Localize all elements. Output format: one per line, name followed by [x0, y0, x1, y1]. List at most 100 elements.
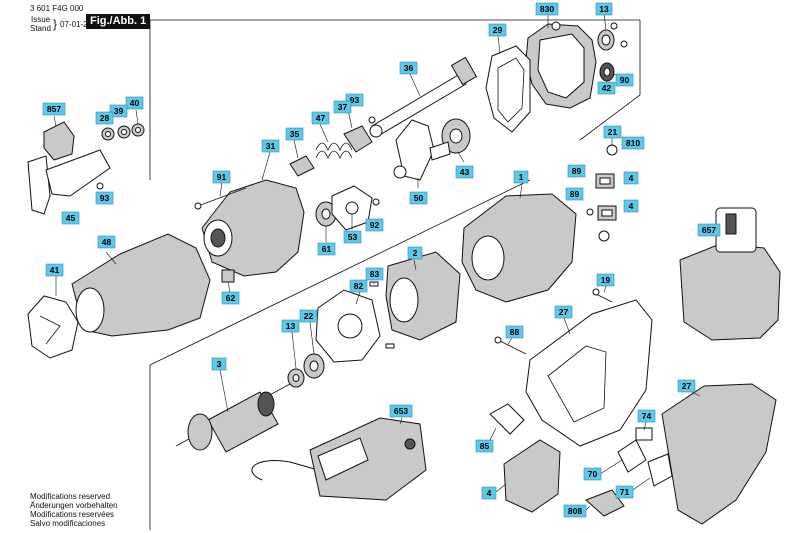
callout-13-lower: 13 [281, 319, 300, 333]
battery-657 [679, 207, 781, 341]
callout-88: 88 [505, 325, 524, 339]
callout-47-text: 47 [316, 113, 326, 123]
callout-830: 830 [535, 2, 559, 16]
screw-19 [592, 288, 613, 303]
doc-number: 3 601 F4G 000 [30, 4, 84, 13]
switch-85 [489, 403, 525, 435]
callout-40: 40 [125, 96, 144, 110]
callout-1-text: 1 [519, 172, 524, 182]
bearing-42 [599, 62, 615, 82]
callout-653: 653 [389, 404, 413, 418]
callout-50-text: 50 [414, 193, 424, 203]
callout-21-text: 21 [608, 127, 618, 137]
callout-39: 39 [109, 104, 128, 118]
callout-28-text: 28 [100, 113, 110, 123]
handle-27-right [661, 383, 777, 525]
callout-70-text: 70 [588, 469, 598, 479]
sleeve-35 [289, 155, 315, 177]
clamp-857 [43, 121, 145, 161]
callout-4-top-text: 4 [629, 173, 634, 183]
callout-91-text: 91 [217, 172, 227, 182]
callout-21: 21 [603, 125, 622, 139]
callout-93-left-text: 93 [100, 193, 110, 203]
armature-3 [175, 383, 291, 453]
handle-27-left [525, 299, 653, 447]
callout-53-text: 53 [348, 232, 358, 242]
callout-41-text: 41 [50, 265, 60, 275]
stator-2 [385, 251, 461, 341]
brush-holder-4-top [595, 144, 618, 189]
callout-13-top: 13 [595, 2, 613, 16]
callout-27-right-text: 27 [682, 381, 692, 391]
callout-19: 19 [596, 273, 615, 287]
callout-29: 29 [488, 23, 507, 37]
callout-41: 41 [45, 263, 64, 277]
callout-830-text: 830 [540, 4, 554, 14]
callout-47: 47 [311, 111, 330, 125]
callout-70: 70 [583, 467, 602, 481]
mod-line-es: Salvo modificaciones [30, 519, 106, 528]
callout-39-text: 39 [114, 106, 124, 116]
bolt-62 [221, 269, 235, 283]
switch-module-4 [503, 439, 561, 513]
callout-27-right: 27 [677, 379, 696, 393]
callout-50: 50 [409, 191, 428, 205]
callout-810-text: 810 [626, 138, 640, 148]
callout-31-text: 31 [266, 141, 276, 151]
callout-13-lower-text: 13 [286, 321, 296, 331]
callout-45: 45 [61, 211, 80, 225]
callout-93-top-text: 93 [350, 95, 360, 105]
callout-19-text: 19 [601, 275, 611, 285]
callout-74: 74 [637, 409, 656, 423]
gasket-29 [485, 45, 531, 133]
callout-28: 28 [95, 111, 114, 125]
callout-3-text: 3 [217, 359, 222, 369]
callout-90: 90 [615, 73, 634, 87]
callout-45-text: 45 [66, 213, 76, 223]
bearing-13-lower [287, 368, 305, 388]
callout-22: 22 [299, 309, 318, 323]
baffle-82 [315, 289, 381, 363]
callout-93-left: 93 [95, 191, 114, 205]
fan-22 [303, 353, 325, 379]
callout-48-text: 48 [102, 237, 112, 247]
screw-88 [494, 336, 527, 355]
callout-36-text: 36 [404, 63, 414, 73]
callout-810: 810 [621, 136, 645, 150]
gear-housing-830 [525, 21, 597, 109]
callout-857: 857 [42, 102, 66, 116]
assembly-axis-lines [149, 19, 641, 530]
stand-label: Stand [30, 24, 51, 33]
trigger-parts-70-71-74 [617, 427, 673, 487]
callout-37-text: 37 [338, 102, 348, 112]
bracket-37 [343, 116, 376, 153]
plunger-36 [369, 56, 478, 138]
callout-657-text: 657 [702, 225, 716, 235]
gear-43 [441, 118, 471, 154]
callout-82-text: 82 [354, 281, 364, 291]
modifications-note: Modifications reserved Änderungen vorbeh… [30, 492, 118, 528]
callout-4-top: 4 [623, 171, 639, 185]
callout-89-top-text: 89 [572, 166, 582, 176]
callout-61: 61 [317, 242, 336, 256]
callout-89-top: 89 [567, 164, 586, 178]
callout-74-text: 74 [642, 411, 652, 421]
callout-37: 37 [333, 100, 352, 114]
callout-2: 2 [407, 246, 423, 260]
motor-housing-1 [461, 193, 577, 303]
callout-857-text: 857 [47, 104, 61, 114]
callout-35-text: 35 [290, 129, 300, 139]
callout-36: 36 [399, 61, 418, 75]
mod-line-en: Modifications reserved [30, 492, 111, 501]
mod-line-fr: Modifications reservées [30, 510, 115, 519]
callout-4-bottom: 4 [481, 486, 497, 500]
header-brace: } [53, 17, 58, 31]
callout-31: 31 [261, 139, 280, 153]
eccentric-50 [393, 119, 451, 181]
callout-91: 91 [212, 170, 231, 184]
callout-808: 808 [563, 504, 587, 518]
callout-88-text: 88 [510, 327, 520, 337]
callout-90-text: 90 [620, 75, 630, 85]
